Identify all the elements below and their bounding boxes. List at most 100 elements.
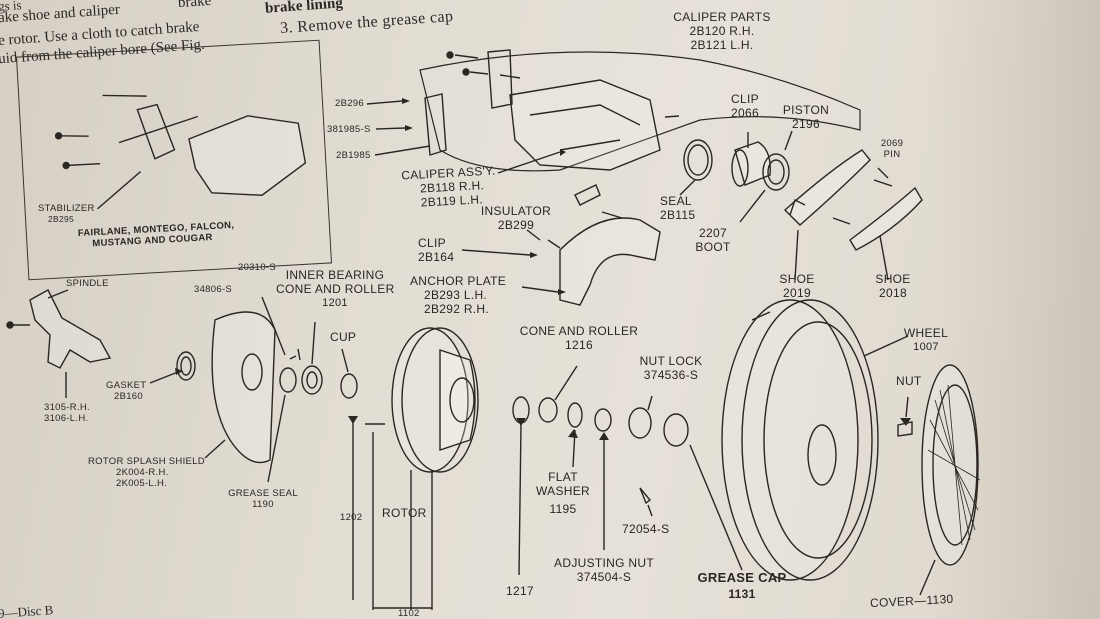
label-splash-lh: 2K005-L.H.: [116, 478, 168, 489]
label-stabilizer-title: STABILIZER: [38, 203, 95, 214]
label-nut-lock: NUT LOCK 374536-S: [626, 354, 716, 382]
label-72054-s: 72054-S: [622, 522, 670, 536]
spindle: [29, 289, 112, 369]
label-clip-2066: CLIP 2066: [722, 92, 768, 120]
label-anchor-plate-rh: 2B292 R.H.: [424, 302, 490, 316]
label-seal: SEAL 2B115: [660, 194, 695, 222]
label-34806-s: 34806-S: [194, 284, 233, 295]
label-boot-num: 2207: [699, 226, 727, 240]
seal-ring: [683, 139, 713, 181]
label-grease-cap-title: GREASE CAP: [697, 570, 787, 585]
label-rotor: ROTOR: [382, 506, 427, 520]
label-inner-bearing-2: CONE AND ROLLER: [276, 282, 395, 296]
label-spindle-lh: 3106-L.H.: [44, 413, 89, 424]
label-stabilizer: STABILIZER 2B295: [38, 203, 95, 225]
label-inner-bearing-1: INNER BEARING: [285, 268, 385, 282]
label-grease-seal-title: GREASE SEAL: [228, 488, 298, 499]
label-seal-num: 2B115: [660, 208, 696, 222]
label-shoe-2019-num: 2019: [783, 286, 811, 300]
cone-roller: [538, 397, 558, 423]
label-spindle-part: 3105-R.H. 3106-L.H.: [44, 402, 90, 424]
label-spindle: SPINDLE: [66, 278, 109, 289]
label-cone-roller-num: 1216: [565, 338, 593, 352]
gasket: [176, 351, 196, 381]
label-grease-cap: GREASE CAP 1131: [686, 570, 798, 602]
label-pin-num: 2069: [880, 138, 904, 149]
label-wheel-num: 1007: [913, 341, 939, 353]
nut-lock: [628, 407, 652, 439]
label-nut: NUT: [896, 374, 922, 388]
label-caliper-parts-lh: 2B121 L.H.: [690, 38, 754, 52]
label-caliper-parts-rh: 2B120 R.H.: [689, 24, 755, 38]
label-gasket-title: GASKET: [106, 380, 147, 391]
boot-ring: [762, 153, 790, 191]
label-inner-bearing-num: 1201: [322, 297, 348, 309]
grease-seal: [279, 367, 297, 393]
label-piston: PISTON 2196: [776, 103, 836, 131]
label-clip-2b164-num: 2B164: [418, 250, 455, 264]
wheel: [721, 299, 879, 581]
label-clip-2b164: CLIP 2B164: [418, 236, 454, 264]
label-boot-title: BOOT: [695, 240, 731, 254]
label-shoe-2019-title: SHOE: [779, 272, 815, 286]
flat-washer: [567, 402, 583, 428]
label-cone-roller-title: CONE AND ROLLER: [519, 324, 639, 338]
label-splash-rh: 2K004-R.H.: [116, 467, 169, 478]
label-1217: 1217: [506, 584, 534, 598]
label-insulator-num: 2B299: [497, 218, 535, 232]
label-20310-s: 20310-S: [238, 262, 277, 273]
label-splash-shield-title: ROTOR SPLASH SHIELD: [88, 456, 205, 467]
label-clip-2066-title: CLIP: [731, 92, 759, 106]
label-1102: 1102: [398, 608, 420, 619]
label-grease-seal-num: 1190: [252, 499, 274, 510]
label-wheel: WHEEL 1007: [900, 326, 952, 354]
label-piston-title: PISTON: [782, 103, 830, 117]
label-2b296: 2B296: [335, 98, 364, 109]
label-boot: 2207 BOOT: [690, 226, 736, 254]
cup: [340, 373, 358, 399]
label-grease-seal: GREASE SEAL 1190: [222, 488, 304, 510]
grease-cap: [663, 413, 689, 447]
label-381985-s: 381985-S: [327, 124, 371, 135]
label-gasket-num: 2B160: [114, 391, 143, 402]
label-insulator-title: INSULATOR: [480, 204, 552, 218]
label-cone-roller: CONE AND ROLLER 1216: [508, 324, 650, 352]
label-caliper-parts-title: CALIPER PARTS: [673, 10, 771, 24]
label-inner-bearing: INNER BEARING CONE AND ROLLER 1201: [276, 268, 394, 310]
rotor-splash-shield: [211, 311, 276, 464]
label-wheel-title: WHEEL: [903, 326, 949, 340]
hub-cover: [921, 364, 981, 566]
caliper-outline: [419, 51, 861, 172]
shoe-2019: [783, 149, 871, 226]
caliper-bracket-left: [424, 93, 447, 156]
label-shoe-2018: SHOE 2018: [870, 272, 916, 300]
label-stabilizer-num: 2B295: [48, 214, 75, 224]
label-adjusting-nut: ADJUSTING NUT 374504-S: [542, 556, 666, 584]
adjusting-nut: [594, 408, 612, 432]
rotor-hub: [439, 349, 476, 451]
label-shoe-2018-title: SHOE: [875, 272, 911, 286]
label-piston-num: 2196: [792, 117, 820, 131]
label-grease-cap-num: 1131: [728, 587, 756, 601]
caliper-bracket-top: [487, 49, 513, 109]
label-nut-lock-title: NUT LOCK: [639, 354, 703, 368]
label-anchor-plate-lh: 2B293 L.H.: [424, 288, 488, 302]
label-shoe-2019: SHOE 2019: [774, 272, 820, 300]
label-gasket: GASKET 2B160: [106, 380, 146, 402]
shoe-2018: [849, 186, 923, 251]
inner-bearing: [301, 365, 323, 395]
label-clip-2b164-title: CLIP: [418, 236, 446, 250]
rotor-disc: [391, 327, 469, 473]
label-insulator: INSULATOR 2B299: [474, 204, 558, 232]
label-cup: CUP: [330, 330, 357, 344]
label-anchor-plate-title: ANCHOR PLATE: [410, 274, 507, 288]
page-shadow: [930, 0, 1100, 619]
caliper-body: [509, 79, 661, 171]
label-pin: 2069 PIN: [872, 138, 912, 160]
label-splash-shield: ROTOR SPLASH SHIELD 2K004-R.H. 2K005-L.H…: [88, 456, 205, 489]
label-shoe-2018-num: 2018: [879, 286, 907, 300]
label-flat-washer-1: FLAT: [548, 470, 578, 484]
label-flat-washer: FLAT WASHER 1195: [530, 470, 596, 516]
inset-drawing: [54, 94, 307, 210]
